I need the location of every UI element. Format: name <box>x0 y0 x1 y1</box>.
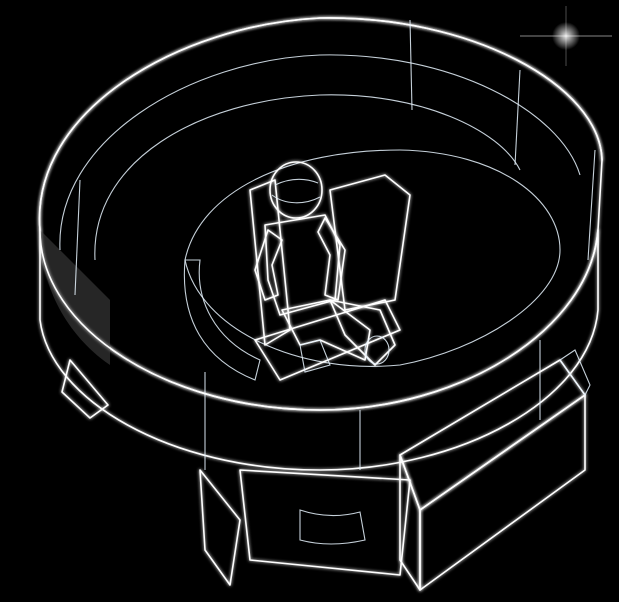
helmet <box>270 162 322 218</box>
pilot-seat <box>184 175 410 380</box>
front-console <box>400 350 590 590</box>
base-legs <box>62 360 410 585</box>
inner-screen <box>40 18 602 410</box>
light-flare <box>520 6 612 66</box>
outer-shell <box>40 230 598 470</box>
